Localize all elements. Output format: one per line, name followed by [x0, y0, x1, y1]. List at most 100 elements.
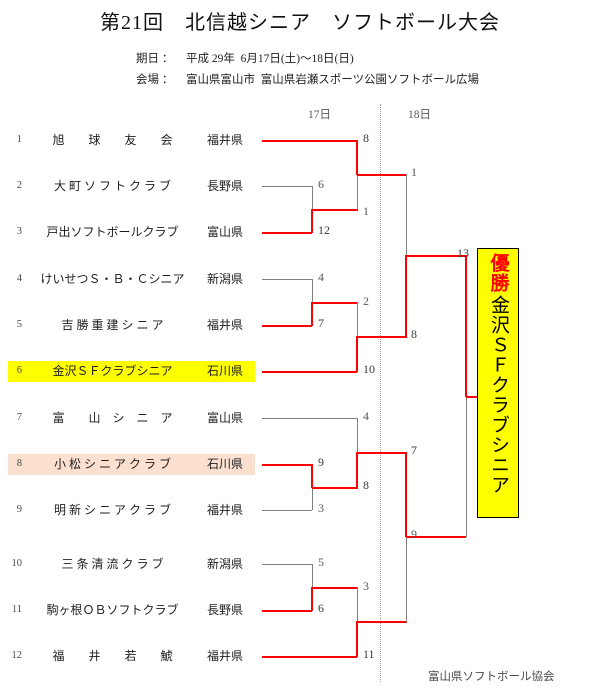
team-prefecture: 福井県 — [206, 503, 243, 517]
organization-footer: 富山県ソフトボール協会 — [428, 671, 555, 683]
team-row: 8 小 松 シ ニ ア ク ラ ブ 石川県 — [0, 453, 260, 475]
team-seed: 10 — [11, 558, 23, 569]
team-row: 11 駒ヶ根ＯＢソフトクラブ 長野県 — [0, 599, 260, 621]
team-row: 2 大 町 ソ フ ト ク ラ ブ 長野県 — [0, 175, 260, 197]
bracket-connector-sf2-lower — [406, 536, 407, 622]
bracket-line-sf1-winner — [406, 255, 466, 257]
score-sf2-bottom: 9 — [411, 527, 417, 541]
bracket-connector-r2-m1-lower — [357, 174, 358, 210]
bracket-line-r2-m2-winner — [357, 336, 407, 338]
score-r1-m1-top: 6 — [318, 177, 324, 191]
team-seed: 3 — [16, 226, 22, 237]
score-r2-m2-top: 2 — [363, 294, 369, 308]
day-heading-18: 18日 — [408, 109, 431, 121]
team-prefecture: 福井県 — [206, 649, 243, 663]
score-sf1-top: 1 — [411, 165, 417, 179]
bracket-line-r1-m4-winner — [312, 587, 358, 589]
team-name: 福 井 若 鯱 — [52, 649, 173, 663]
bracket-line-r2-m3-winner — [357, 452, 407, 454]
bracket-connector-r1-m3-lower — [312, 487, 313, 510]
bracket-connector-r2-m2-lower — [356, 336, 358, 372]
bracket-connector-r2-m2-upper — [357, 302, 358, 337]
team-row: 9 明 新 シ ニ ア ク ラ ブ 福井県 — [0, 499, 260, 521]
bracket-line-r1-m1-winner — [312, 209, 358, 211]
bracket-connector-r1-m4-upper — [312, 564, 313, 587]
score-r2-m3-top: 4 — [363, 409, 369, 423]
bracket-line-team11 — [262, 610, 312, 612]
bracket-connector-r2-m1-upper — [356, 140, 358, 175]
score-r1-m3-bottom: 3 — [318, 501, 324, 515]
score-r1-m2-bottom: 7 — [318, 316, 324, 330]
bracket-line-r1-m2-winner — [312, 302, 358, 304]
champion-label: 優勝 — [487, 253, 509, 293]
team-seed: 5 — [16, 319, 22, 330]
score-r1-m1-bottom: 12 — [318, 223, 330, 237]
row-highlight — [8, 454, 255, 475]
score-r1-m4-top: 5 — [318, 555, 324, 569]
bracket-line-r2-m1-winner — [357, 174, 407, 176]
day-divider — [380, 104, 381, 682]
score-r2-m4-bottom: 11 — [363, 647, 375, 661]
team-seed: 4 — [16, 273, 22, 284]
team-seed: 9 — [16, 504, 22, 515]
bracket-line-team4 — [262, 279, 312, 280]
bracket-connector-sf1-upper — [406, 174, 407, 256]
team-row: 6 金沢ＳＦクラブシニア 石川県 — [0, 360, 260, 382]
venue-value: 富山県富山市 富山県岩瀬スポーツ公園ソフトボール広場 — [186, 74, 480, 86]
score-r1-m4-bottom: 6 — [318, 601, 324, 615]
team-name: 富 山 シ ニ ア — [52, 411, 173, 425]
bracket-line-team5 — [262, 325, 312, 327]
score-sf2-top: 7 — [411, 443, 417, 457]
bracket-line-final-winner — [466, 396, 479, 398]
champion-box: 優勝 金沢ＳＦクラブシニア — [477, 248, 519, 518]
venue-label: 会場 ： — [136, 74, 174, 86]
team-prefecture: 富山県 — [206, 225, 243, 239]
team-prefecture: 新潟県 — [206, 557, 243, 571]
bracket-connector-final-lower — [466, 396, 467, 537]
bracket-connector-r1-m4-lower — [311, 587, 313, 611]
team-seed: 2 — [16, 180, 22, 191]
score-r2-m1-bottom: 1 — [363, 204, 369, 218]
team-prefecture: 富山県 — [206, 411, 243, 425]
team-row: 10 三 条 清 流 ク ラ ブ 新潟県 — [0, 553, 260, 575]
team-row: 1 旭 球 友 会 福井県 — [0, 129, 260, 151]
bracket-connector-final-upper — [465, 255, 467, 397]
team-seed: 8 — [16, 458, 22, 469]
bracket-connector-r2-m4-lower — [356, 621, 358, 657]
page-title: 第21回 北信越シニア ソフトボール大会 — [100, 12, 500, 34]
team-seed: 1 — [16, 134, 22, 145]
bracket-connector-r2-m4-upper — [357, 587, 358, 622]
team-name: 大 町 ソ フ ト ク ラ ブ — [53, 179, 171, 193]
row-highlight — [8, 361, 255, 382]
team-seed: 7 — [16, 412, 22, 423]
team-name: 三 条 清 流 ク ラ ブ — [61, 557, 164, 571]
team-name: 駒ヶ根ＯＢソフトクラブ — [46, 603, 179, 617]
date-value: 平成 29年 6月17日(土)～18日(日) — [186, 53, 354, 65]
score-sf1-bottom: 8 — [411, 327, 417, 341]
bracket-line-team3 — [262, 232, 312, 234]
team-prefecture: 石川県 — [206, 457, 243, 471]
champion-name: 金沢ＳＦクラブシニア — [487, 295, 509, 495]
team-row: 7 富 山 シ ニ ア 富山県 — [0, 407, 260, 429]
score-r1-m2-top: 4 — [318, 270, 324, 284]
bracket-line-team2 — [262, 186, 312, 187]
bracket-line-r1-m3-winner — [312, 487, 358, 489]
team-name: 小 松 シ ニ ア ク ラ ブ — [53, 457, 171, 471]
bracket-connector-r1-m2-upper — [312, 279, 313, 302]
score-final-top: 13 — [457, 246, 469, 260]
team-prefecture: 新潟県 — [206, 272, 243, 286]
bracket-connector-r1-m3-upper — [311, 464, 313, 488]
team-prefecture: 福井県 — [206, 318, 243, 332]
team-prefecture: 長野県 — [206, 179, 243, 193]
bracket-connector-sf2-upper — [405, 452, 407, 537]
bracket-line-team9 — [262, 510, 312, 511]
bracket-line-sf2-winner — [406, 536, 466, 538]
bracket-line-team12 — [262, 656, 357, 658]
team-name: 吉 勝 重 建 シ ニ ア — [61, 318, 164, 332]
score-r2-m3-bottom: 8 — [363, 478, 369, 492]
day-heading-17: 17日 — [308, 109, 331, 121]
bracket-line-r2-m4-winner — [357, 621, 407, 623]
score-r2-m2-bottom: 10 — [363, 362, 375, 376]
team-name: 明 新 シ ニ ア ク ラ ブ — [53, 503, 171, 517]
team-row: 5 吉 勝 重 建 シ ニ ア 福井県 — [0, 314, 260, 336]
